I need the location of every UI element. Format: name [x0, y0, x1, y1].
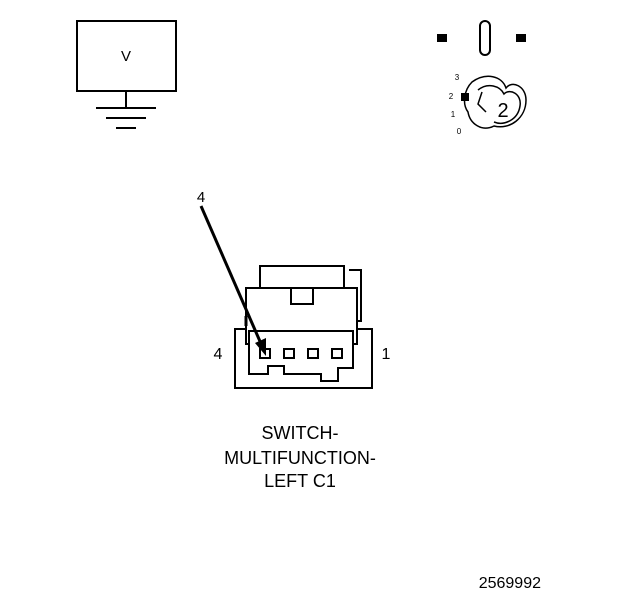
- key-position-0: 0: [457, 127, 462, 136]
- figure-id: 2569992: [479, 575, 541, 592]
- key-position-3: 3: [455, 73, 460, 82]
- connector-pin-1: [331, 348, 343, 359]
- key-contact-left: [437, 34, 447, 42]
- pin-callout-arrow: [199, 205, 266, 356]
- connector-drawing: [234, 265, 373, 389]
- title-line-2: MULTIFUNCTION-: [224, 448, 376, 468]
- key-contact-right: [516, 34, 526, 42]
- pin-callout-label: 4: [197, 189, 205, 206]
- key-selected-position: 2: [497, 100, 508, 122]
- connector-pin-2: [307, 348, 319, 359]
- connector-title: SWITCH- MULTIFUNCTION- LEFT C1: [224, 423, 376, 491]
- connector-right-pin-label: 1: [382, 346, 391, 363]
- ground-symbol: [96, 107, 156, 129]
- key-position-1: 1: [451, 110, 456, 119]
- title-line-3: LEFT C1: [264, 471, 336, 491]
- connector-left-pin-label: 4: [214, 346, 223, 363]
- key-blade: [479, 20, 491, 56]
- voltmeter-label: V: [121, 48, 131, 65]
- title-line-1: SWITCH-: [262, 423, 339, 443]
- ignition-switch-symbol: 3 2 1 0 2: [437, 20, 527, 136]
- voltmeter-symbol: V: [76, 20, 177, 129]
- connector-pin-3: [283, 348, 295, 359]
- ignition-key-icon: [463, 75, 527, 129]
- key-position-2: 2: [449, 92, 454, 101]
- key-position-indicator: [461, 93, 469, 101]
